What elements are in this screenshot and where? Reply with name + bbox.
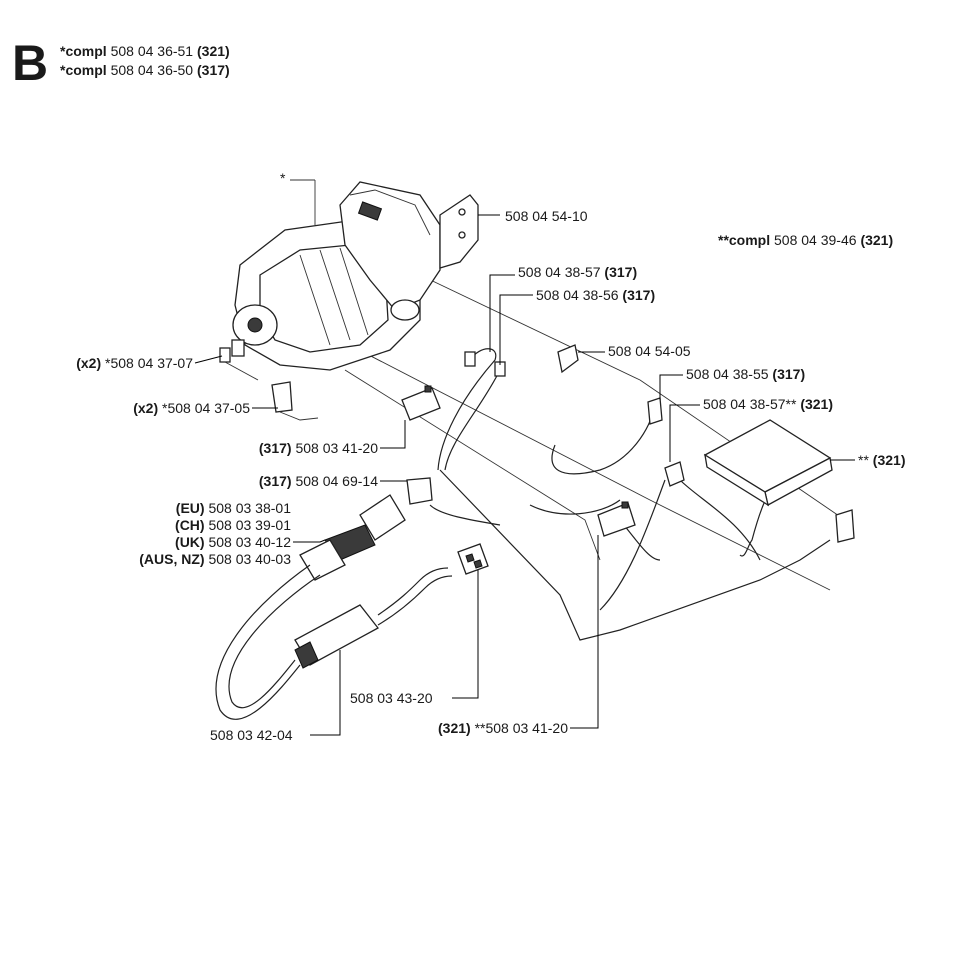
switch-321-label: (321) **508 03 41-20 [380, 720, 568, 736]
plug-ch-label: (CH) 508 03 39-01 [80, 517, 291, 533]
part-region: (AUS, NZ) [139, 551, 205, 567]
section-letter: B [12, 35, 49, 91]
brush-label: (x2) *508 04 37-05 [80, 400, 250, 416]
header-line-317: *compl 508 04 36-50 (317) [60, 63, 230, 77]
part-number: 508 04 38-57** [703, 396, 797, 412]
part-number: 508 03 41-20 [295, 440, 378, 456]
part-qty: (x2) [133, 400, 159, 416]
header-prefix: *compl [60, 62, 107, 78]
part-model: (321) [872, 452, 906, 468]
part-number: 508 04 54-10 [505, 208, 588, 224]
header-number: 508 04 36-51 [110, 43, 194, 59]
part-prefix: **compl [718, 232, 771, 248]
cable-label: 508 03 42-04 [210, 727, 293, 743]
part-model: (317) [622, 287, 656, 303]
part-qty: (x2) [76, 355, 102, 371]
part-number: *508 04 37-05 [162, 400, 250, 416]
header-number: 508 04 36-50 [110, 62, 194, 78]
part-region: (CH) [175, 517, 205, 533]
part-model: (317) [772, 366, 806, 382]
part-number: 508 04 69-14 [295, 473, 378, 489]
part-number: *508 04 37-07 [105, 355, 193, 371]
part-number: 508 04 38-55 [686, 366, 769, 382]
part-number: 508 04 38-56 [536, 287, 619, 303]
part-model: (321) [860, 232, 894, 248]
leader-lines [194, 214, 855, 736]
part-number: 508 04 39-46 [774, 232, 857, 248]
part-prefix: ** [858, 452, 869, 468]
holder-321-label: 508 04 38-57** (321) [703, 396, 833, 412]
holder-317-label: 508 04 38-55 (317) [686, 366, 805, 382]
relay-317-label: (317) 508 04 69-14 [200, 473, 378, 489]
wire-b-label: 508 04 38-56 (317) [536, 287, 655, 303]
motor-assembly [232, 179, 441, 371]
part-model: (317) [258, 473, 292, 489]
part-number: **508 03 41-20 [474, 720, 568, 736]
part-number: 508 03 38-01 [208, 500, 291, 516]
wire-a-label: 508 04 38-57 (317) [518, 264, 637, 280]
part-model: (321) [800, 396, 833, 412]
part-region: (EU) [175, 500, 205, 516]
clip-part [557, 344, 579, 374]
part-model: (317) [258, 440, 292, 456]
terminal-label: 508 03 43-20 [350, 690, 433, 706]
plug-eu-label: (EU) 508 03 38-01 [80, 500, 291, 516]
holder-parts [647, 397, 855, 543]
header-prefix: *compl [60, 43, 107, 59]
header-line-321: *compl 508 04 36-51 (321) [60, 44, 230, 58]
part-model: (317) [604, 264, 638, 280]
electronics-box [703, 419, 833, 507]
header-model: (321) [197, 43, 230, 59]
switch-317-label: (317) 508 03 41-20 [200, 440, 378, 456]
header-model: (317) [197, 62, 230, 78]
plug-and-cable [215, 494, 453, 720]
part-number: 508 04 38-57 [518, 264, 601, 280]
part-number: 508 03 40-03 [208, 551, 291, 567]
brush-holder-label: (x2) *508 04 37-07 [30, 355, 193, 371]
terminal-block [457, 543, 489, 575]
relay-317-part [406, 477, 501, 526]
part-region: (UK) [175, 534, 205, 550]
part-number: 508 03 39-01 [208, 517, 291, 533]
switch-321-part [597, 501, 636, 537]
box-321-label: ** (321) [858, 452, 905, 468]
plug-aus-label: (AUS, NZ) 508 03 40-03 [80, 551, 291, 567]
part-model: (321) [438, 720, 471, 736]
part-number: 508 03 43-20 [350, 690, 433, 706]
motor-label: * [280, 170, 286, 186]
bracket-label: 508 04 54-10 [505, 208, 588, 224]
plug-uk-label: (UK) 508 03 40-12 [80, 534, 291, 550]
switch-317-part [401, 385, 441, 421]
clip-label: 508 04 54-05 [608, 343, 691, 359]
brush-parts [219, 339, 319, 421]
part-number: 508 03 40-12 [208, 534, 291, 550]
part-number: 508 03 42-04 [210, 727, 293, 743]
compl-321-label: **compl 508 04 39-46 (321) [718, 232, 893, 248]
part-number: 508 04 54-05 [608, 343, 691, 359]
bracket-part [439, 194, 479, 269]
